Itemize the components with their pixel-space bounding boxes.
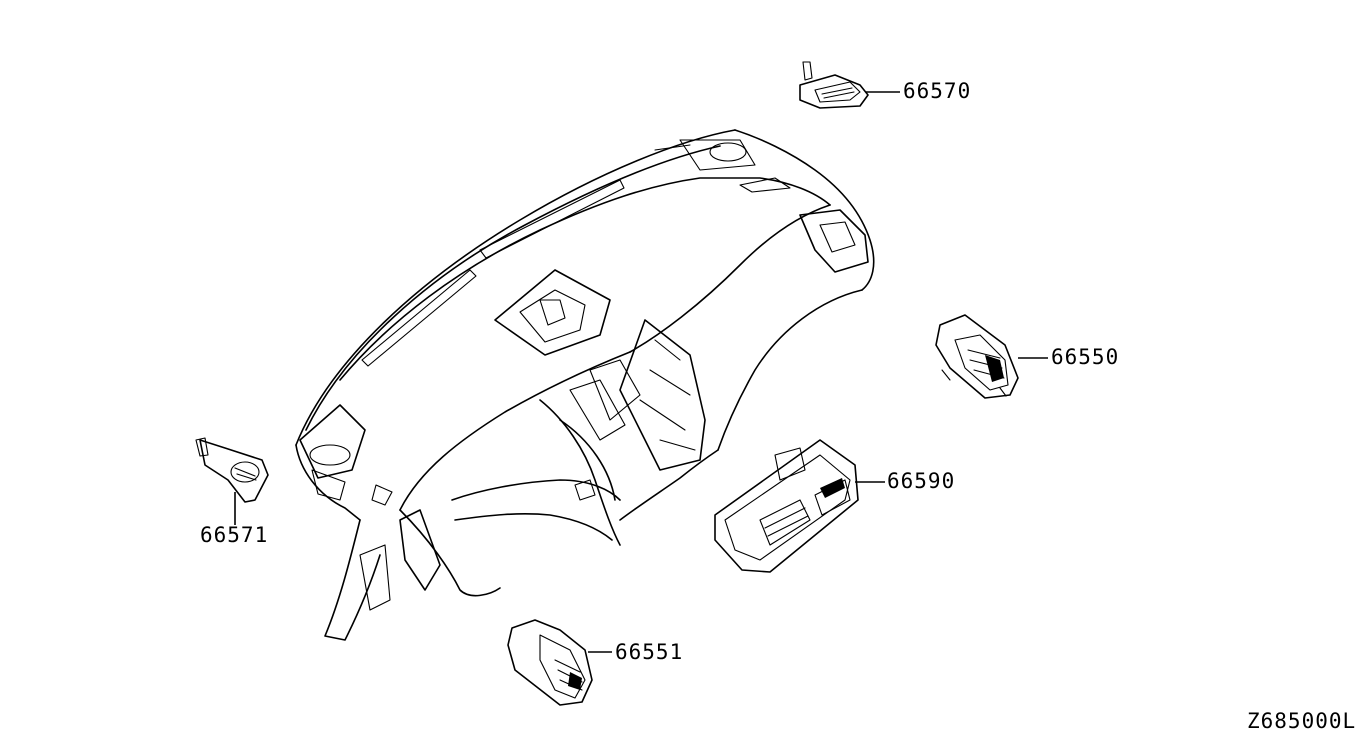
- part-label-66550[interactable]: 66550: [1051, 345, 1120, 369]
- part-66571-drawing: [195, 437, 269, 503]
- part-66590-drawing: [714, 439, 859, 573]
- part-66570-drawing: [799, 61, 869, 109]
- part-label-66570[interactable]: 66570: [903, 79, 972, 103]
- center-display-opening: [494, 269, 611, 356]
- part-66551-drawing: [507, 619, 593, 706]
- part-label-66551[interactable]: 66551: [615, 640, 684, 664]
- diagram-code: Z685000L: [1247, 709, 1357, 733]
- part-label-66571[interactable]: 66571: [200, 523, 269, 547]
- part-label-66590[interactable]: 66590: [887, 469, 956, 493]
- instrument-panel-drawing: [295, 129, 875, 641]
- part-66550-drawing: [935, 314, 1019, 399]
